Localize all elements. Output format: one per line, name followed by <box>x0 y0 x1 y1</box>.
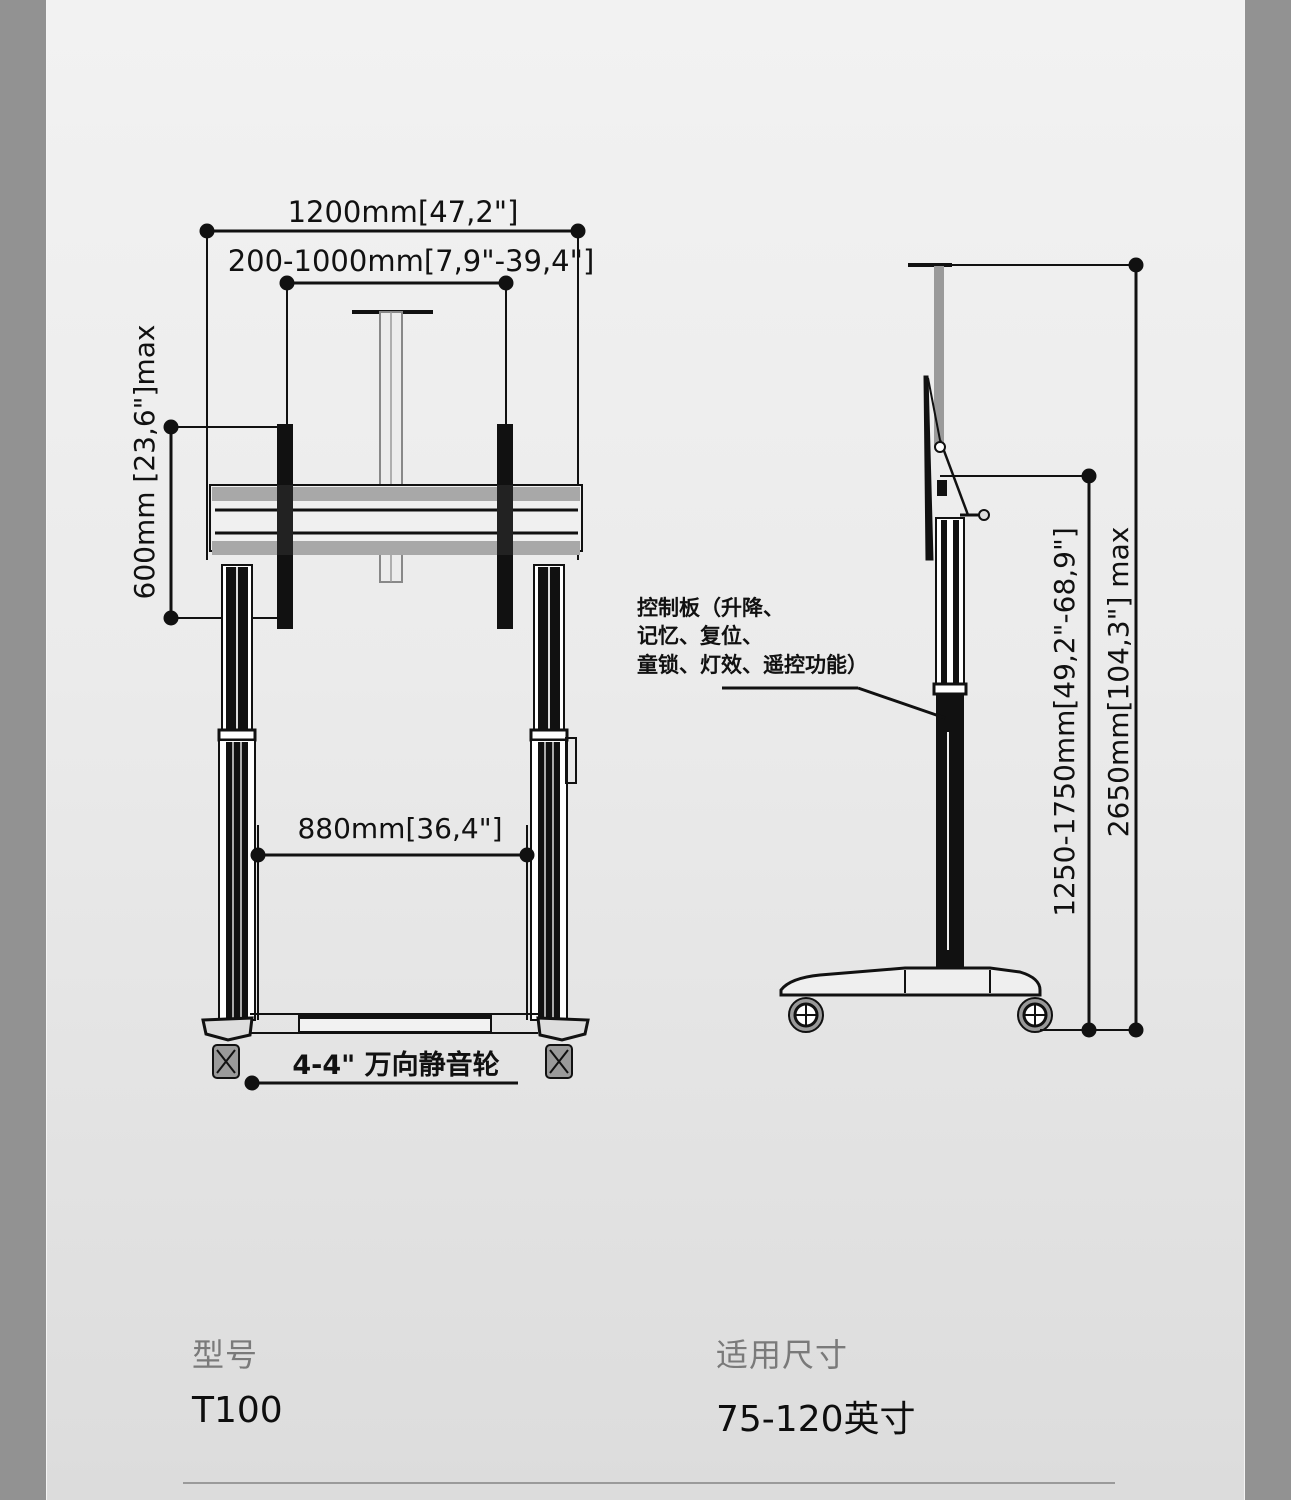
spec-size-value: 75-120英寸 <box>716 1399 916 1440</box>
dim-max-height: 2650mm[104,3"] max <box>1102 527 1135 838</box>
left-border-bar <box>0 0 46 1500</box>
bottom-divider <box>183 1482 1115 1484</box>
control-panel-label-line3: 童锁、灯效、遥控功能） <box>637 653 868 677</box>
dim-height-range: 1250-1750mm[49,2"-68,9"] <box>1048 527 1081 917</box>
dim-vesa-width: 200-1000mm[7,9"-39,4"] <box>228 244 595 278</box>
spec-model-label: 型号 <box>192 1336 259 1374</box>
control-panel-label-line2: 记忆、复位、 <box>637 624 763 648</box>
dim-column-spacing: 880mm[36,4"] <box>297 812 502 845</box>
spec-size: 适用尺寸 75-120英寸 <box>716 1330 916 1442</box>
spec-model: 型号 T100 <box>192 1330 283 1431</box>
side-view <box>722 257 1144 1038</box>
right-border-bar <box>1245 0 1291 1500</box>
spec-size-label: 适用尺寸 <box>716 1336 849 1374</box>
dim-overall-width: 1200mm[47,2"] <box>288 195 519 229</box>
caster-label: 4-4" 万向静音轮 <box>292 1049 499 1081</box>
front-view <box>163 223 590 1091</box>
spec-model-value: T100 <box>192 1390 283 1431</box>
control-panel-label-line1: 控制板（升降、 <box>637 596 784 620</box>
dim-vesa-height: 600mm [23,6"]max <box>128 325 161 600</box>
